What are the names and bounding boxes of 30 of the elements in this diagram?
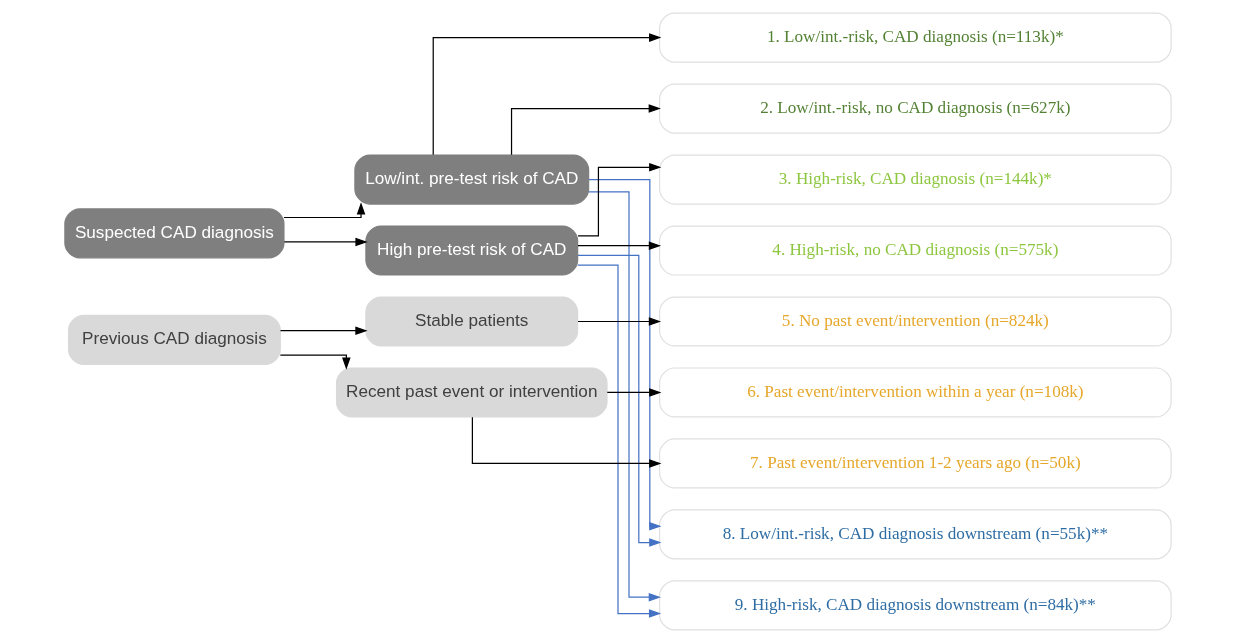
node-box: Stable patients [365,296,579,347]
node-box: 6. Past event/intervention within a year (n=108k) [659,367,1172,418]
arrow [588,178,662,531]
arrow [577,317,662,326]
node-box: Low/int. pre-test risk of CAD [354,154,590,205]
node-box: Recent past event or intervention [335,367,608,418]
node-box: 2. Low/int.-risk, no CAD diagnosis (n=627k) [659,83,1172,134]
arrow [577,163,662,237]
arrow [283,202,366,219]
node-box: 5. No past event/intervention (n=824k) [659,296,1172,347]
node-box: 3. High-risk, CAD diagnosis (n=144k)* [659,154,1172,205]
arrow [606,388,662,397]
node-box: 4. High-risk, no CAD diagnosis (n=575k) [659,225,1172,276]
arrow [279,326,368,335]
node-box: 1. Low/int.-risk, CAD diagnosis (n=113k)* [659,12,1172,63]
arrow [577,264,662,618]
arrow [432,33,662,156]
arrow [588,191,661,602]
arrow [577,241,662,250]
arrow [510,104,661,156]
node-box: 9. High-risk, CAD diagnosis downstream (n=84k)** [659,580,1172,631]
arrow [283,237,368,247]
node-box: High pre-test risk of CAD [365,225,579,276]
node-box: Suspected CAD diagnosis [64,208,285,259]
arrow [279,354,351,370]
node-box: Previous CAD diagnosis [67,314,281,365]
arrow [471,416,662,468]
node-box: 8. Low/int.-risk, CAD diagnosis downstream (n=55k)** [659,509,1172,560]
node-box: 7. Past event/intervention 1-2 years ago (n=50k) [659,438,1172,489]
arrow [577,254,662,547]
